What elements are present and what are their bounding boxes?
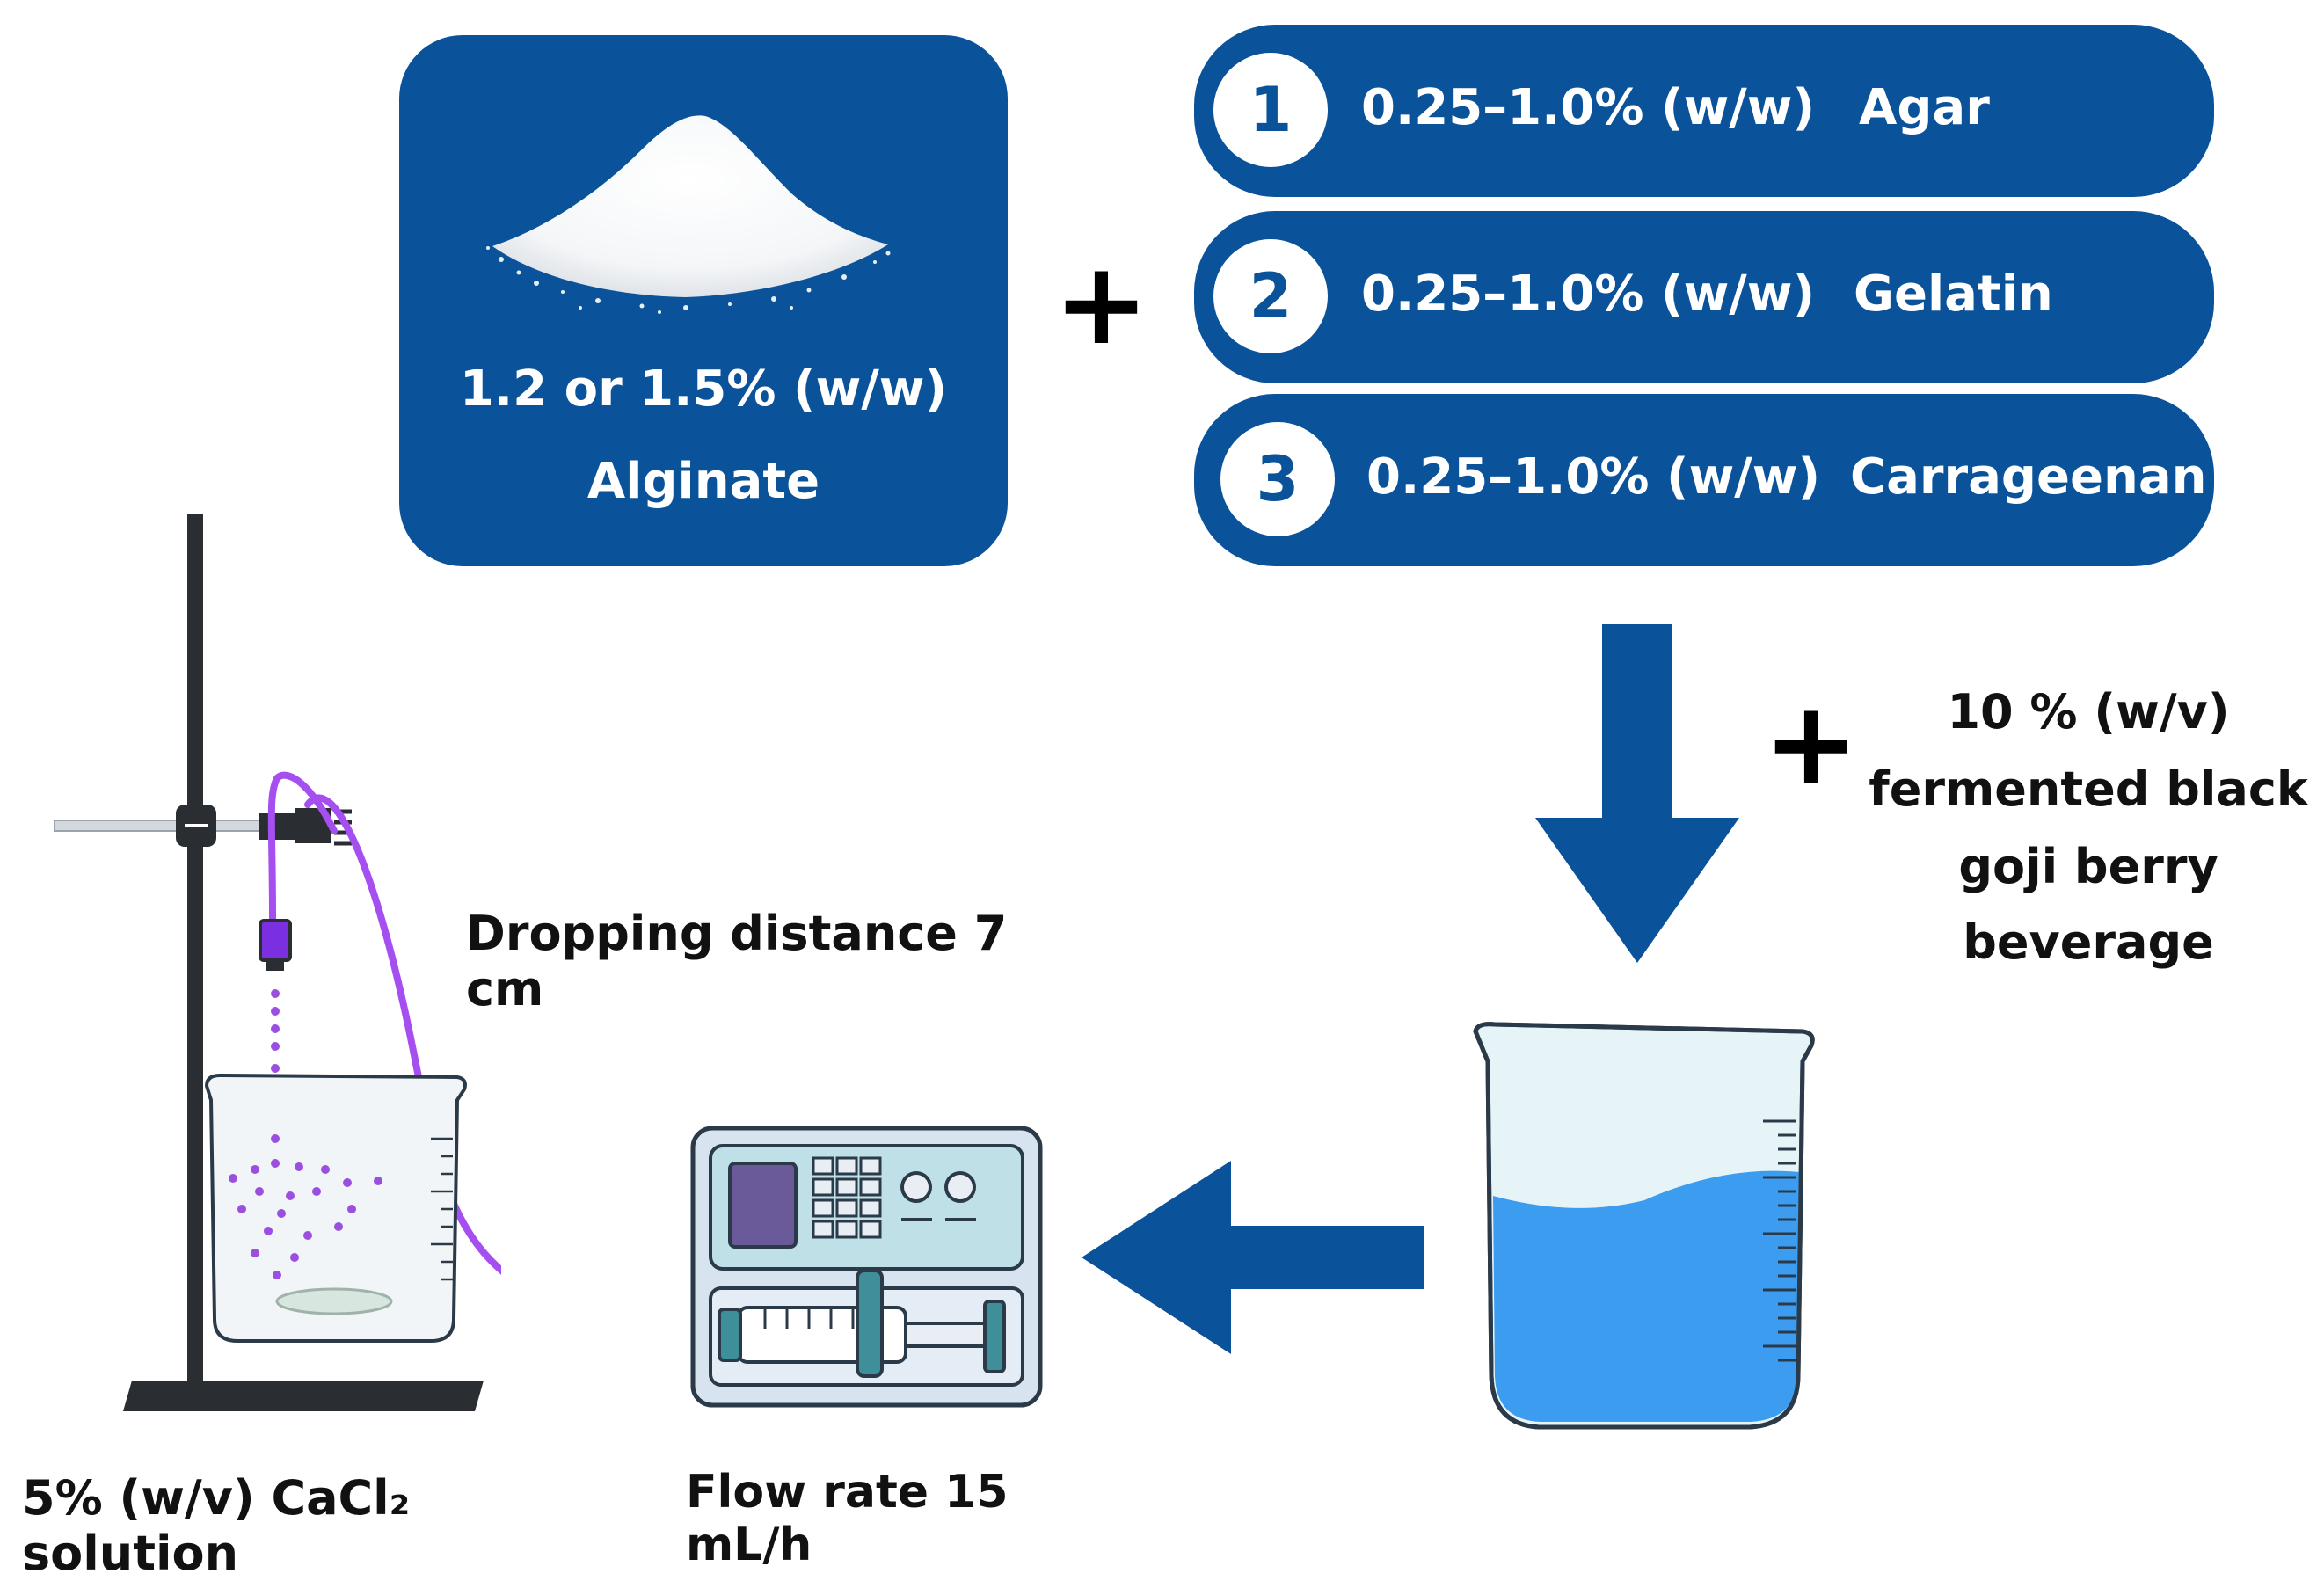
option-name: Carrageenan <box>1850 448 2207 506</box>
syringe-pump-icon <box>690 1126 1043 1408</box>
option-number-badge: 1 <box>1213 53 1328 167</box>
option-pill-agar: 1 0.25–1.0% (w/w) Agar <box>1189 19 2219 202</box>
plus-sign-1: + <box>1053 237 1149 370</box>
option-range: 0.25–1.0% (w/w) <box>1366 448 1821 506</box>
dropping-distance-label: Dropping distance 7 cm <box>466 906 1008 1016</box>
option-number-badge: 3 <box>1220 422 1335 536</box>
retort-stand-icon <box>54 514 501 1411</box>
down-arrow-icon <box>1535 624 1739 963</box>
alginate-concentration: 1.2 or 1.5% (w/w) <box>459 361 948 418</box>
plus-sign-2: + <box>1763 676 1859 810</box>
powder-pile-icon <box>486 115 891 314</box>
option-name: Gelatin <box>1854 266 2053 323</box>
additive-line-2: fermented black <box>1869 761 2308 817</box>
beaker-icon <box>1473 1022 1815 1430</box>
option-number-badge: 2 <box>1213 239 1328 353</box>
option-range: 0.25–1.0% (w/w) <box>1361 266 1816 323</box>
option-pill-carrageenan: 3 0.25–1.0% (w/w) Carrageenan <box>1189 389 2219 572</box>
option-pill-gelatin: 2 0.25–1.0% (w/w) Gelatin <box>1189 206 2219 389</box>
option-name: Agar <box>1859 79 1990 136</box>
option-range: 0.25–1.0% (w/w) <box>1361 79 1816 136</box>
additive-line-3: goji berry <box>1958 839 2218 894</box>
cacl2-solution-label: 5% (w/v) CaCl₂ solution <box>22 1470 411 1581</box>
additive-line-4: beverage <box>1963 914 2214 970</box>
left-arrow-icon <box>1082 1161 1424 1354</box>
alginate-label: Alginate <box>586 453 820 510</box>
flow-rate-label: Flow rate 15 mL/h <box>686 1466 1009 1571</box>
additive-line-1: 10 % (w/v) <box>1947 684 2230 740</box>
